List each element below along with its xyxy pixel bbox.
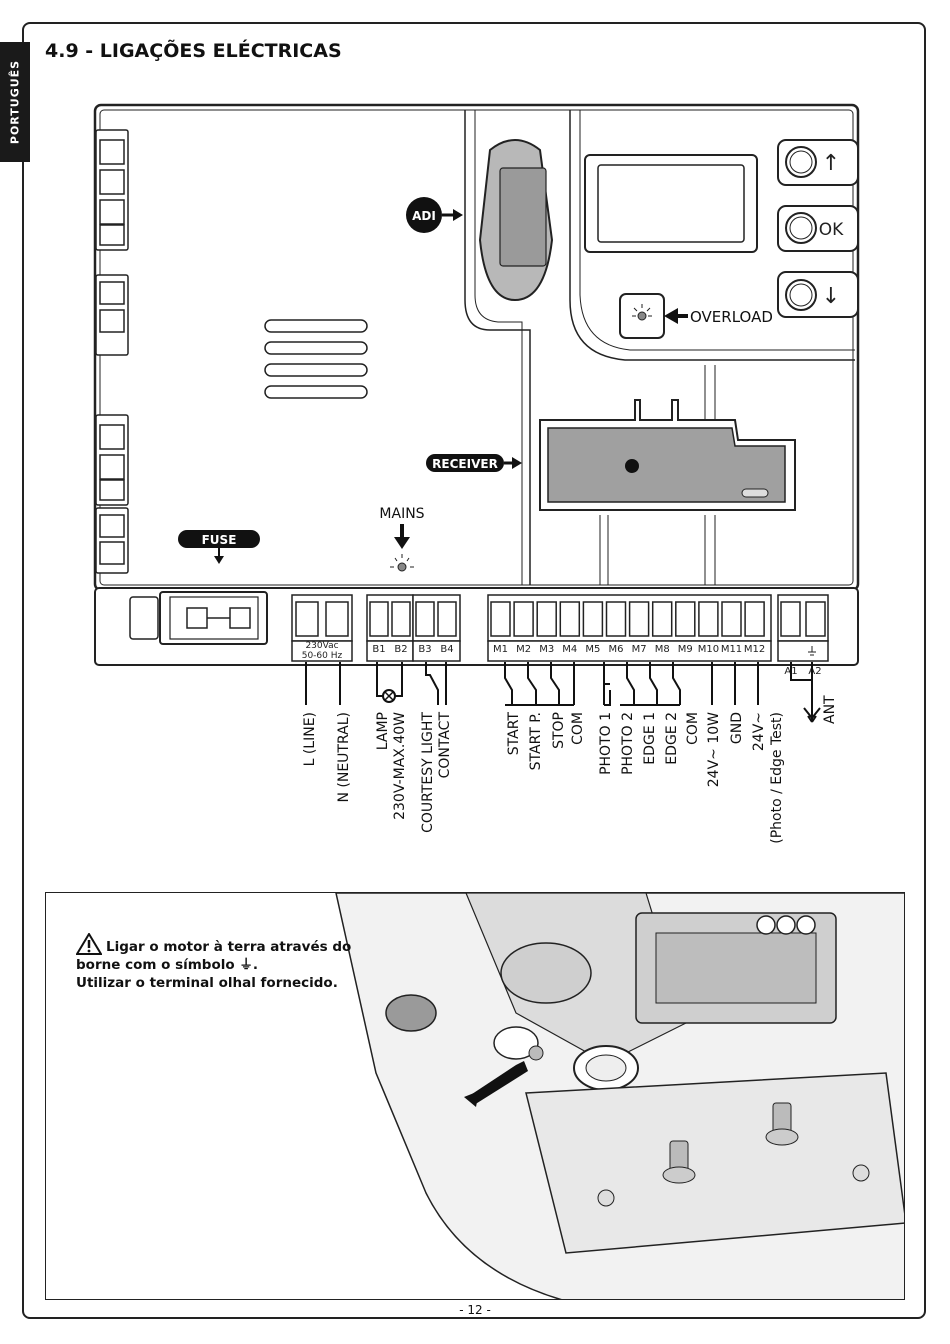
label-com-2: COM bbox=[685, 712, 701, 745]
terminal-label-m2: M2 bbox=[516, 644, 531, 655]
left-connectors bbox=[95, 129, 129, 574]
terminal-label-m7: M7 bbox=[632, 644, 647, 655]
warning-icon bbox=[76, 933, 102, 955]
terminal-block-a bbox=[777, 594, 829, 662]
power-rating-line1: 230Vac bbox=[305, 641, 338, 651]
fuse-indicator: FUSE bbox=[178, 530, 260, 564]
label-lamp-rating: 230V-MAX.40W bbox=[392, 712, 408, 820]
section-title: 4.9 - LIGAÇÕES ELÉCTRICAS bbox=[45, 40, 342, 62]
note-line-3: Utilizar o terminal olhal fornecido. bbox=[76, 975, 338, 991]
terminal-slot bbox=[651, 601, 673, 637]
terminal-slot bbox=[744, 601, 765, 637]
button-down: ↓ bbox=[777, 271, 859, 318]
terminal-block-power bbox=[291, 594, 353, 662]
adi-label: ADI bbox=[412, 209, 436, 223]
terminal-label-m11: M11 bbox=[721, 644, 742, 655]
terminal-slot bbox=[605, 601, 627, 637]
label-stop: STOP bbox=[551, 712, 567, 749]
motor-ground-photo-panel: Ligar o motor à terra através do borne c… bbox=[45, 892, 905, 1300]
terminal-label-m4: M4 bbox=[562, 644, 577, 655]
terminal-slot bbox=[721, 601, 742, 637]
mains-indicator: MAINS bbox=[379, 506, 425, 572]
label-photo-2: PHOTO 2 bbox=[620, 712, 636, 775]
terminal-label-m9: M9 bbox=[678, 644, 693, 655]
mains-label: MAINS bbox=[379, 506, 424, 522]
lcd-display bbox=[597, 164, 745, 243]
terminal-label-m8: M8 bbox=[655, 644, 670, 655]
terminal-label-m3: M3 bbox=[539, 644, 554, 655]
button-ok-label: OK bbox=[819, 220, 844, 240]
receiver-label: RECEIVER bbox=[432, 457, 498, 471]
label-com-1: COM bbox=[570, 712, 586, 745]
adi-badge: ADI bbox=[406, 197, 463, 233]
label-24v-test: 24V~ bbox=[751, 712, 767, 751]
overload-label: OVERLOAD bbox=[690, 308, 773, 326]
terminal-slot bbox=[628, 601, 650, 637]
button-ok: OK bbox=[777, 205, 859, 252]
button-up: ↑ bbox=[777, 139, 859, 186]
terminal-block-b bbox=[366, 594, 461, 662]
label-photo-edge-test: (Photo / Edge Test) bbox=[769, 712, 785, 844]
label-start: START bbox=[506, 712, 522, 756]
fuse-holder bbox=[159, 591, 268, 645]
button-down-label: ↓ bbox=[822, 284, 840, 309]
note-line-1: Ligar o motor à terra através do bbox=[106, 939, 352, 955]
terminal-label-a2: A2 bbox=[808, 666, 821, 677]
terminal-label-m1: M1 bbox=[493, 644, 508, 655]
terminal-slot bbox=[536, 601, 557, 637]
label-edge-1: EDGE 1 bbox=[642, 712, 658, 765]
terminal-slot bbox=[559, 601, 581, 637]
terminal-slot bbox=[698, 601, 719, 637]
terminal-label-m6: M6 bbox=[609, 644, 624, 655]
terminal-label-b3: B3 bbox=[418, 644, 431, 655]
button-up-label: ↑ bbox=[822, 151, 840, 176]
m-slots bbox=[490, 601, 765, 637]
arrow-pointer-icon bbox=[466, 1061, 528, 1105]
ground-note: Ligar o motor à terra através do borne c… bbox=[76, 933, 366, 992]
label-ant: ANT bbox=[822, 695, 838, 724]
label-24v-10w: 24V~ 10W bbox=[706, 712, 722, 787]
label-courtesy-light: COURTESY LIGHT bbox=[420, 712, 436, 833]
label-start-p: START P. bbox=[528, 712, 544, 770]
page-number: - 12 - bbox=[459, 1303, 491, 1317]
terminal-label-b4: B4 bbox=[440, 644, 453, 655]
wiring-lines bbox=[305, 662, 813, 706]
power-rating-line2: 50-60 Hz bbox=[302, 651, 343, 661]
terminal-slot bbox=[513, 601, 534, 637]
terminal-label-m10: M10 bbox=[698, 644, 719, 655]
label-lamp: LAMP bbox=[375, 712, 391, 750]
label-line: L (LINE) bbox=[302, 712, 318, 766]
label-edge-2: EDGE 2 bbox=[664, 712, 680, 765]
note-line-2: borne com o símbolo ⏚. bbox=[76, 957, 258, 973]
overload-led: OVERLOAD bbox=[619, 293, 773, 339]
label-gnd: GND bbox=[729, 712, 745, 744]
label-contact: CONTACT bbox=[437, 712, 453, 779]
label-neutral: N (NEUTRAL) bbox=[336, 712, 352, 803]
motor-illustration bbox=[335, 893, 904, 1299]
label-photo-1: PHOTO 1 bbox=[598, 712, 614, 775]
page-frame bbox=[22, 22, 926, 1319]
terminal-label-m5: M5 bbox=[585, 644, 600, 655]
ground-symbol-icon bbox=[808, 646, 816, 656]
terminal-label-m12: M12 bbox=[744, 644, 765, 655]
language-tab: PORTUGUÊS bbox=[0, 42, 30, 162]
terminal-slot bbox=[490, 601, 511, 637]
receiver-slot: RECEIVER bbox=[426, 399, 796, 511]
antenna-icon bbox=[803, 700, 821, 723]
terminal-slot bbox=[675, 601, 696, 637]
terminal-label-b1: B1 bbox=[372, 644, 385, 655]
terminal-label-b2: B2 bbox=[394, 644, 407, 655]
fuse-label: FUSE bbox=[202, 533, 237, 547]
vent-slots bbox=[264, 319, 368, 399]
lamp-icon bbox=[382, 689, 396, 703]
terminal-slot bbox=[582, 601, 604, 637]
wiring-label-group: L (LINE) N (NEUTRAL) LAMP 230V-MAX.40W C… bbox=[302, 695, 838, 844]
wiring-diagram: ADI ↑ OK ↓ OVERLOAD RECEIVE bbox=[93, 103, 860, 844]
